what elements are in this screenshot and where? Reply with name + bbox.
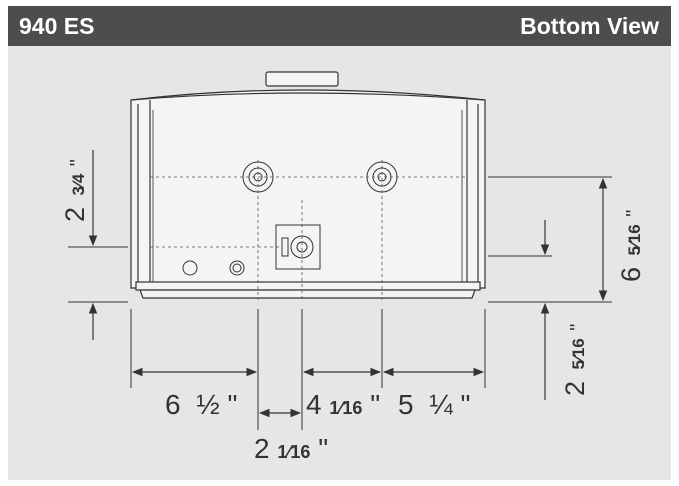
dim-right-top-whole: 6 — [616, 267, 646, 282]
model-title: 940 ES — [19, 13, 95, 39]
dim-h2-frac: 1⁄16 — [329, 398, 362, 418]
dim-h2-unit: " — [370, 389, 380, 420]
dim-left-unit: " — [67, 159, 89, 166]
extension-lines — [68, 176, 612, 430]
header-bar: 940 ES Bottom View — [8, 6, 671, 46]
svg-text:5 ¼ ": 5 ¼ " — [398, 389, 470, 420]
dim-h4-frac: 1⁄16 — [277, 442, 310, 462]
drain-ports — [182, 260, 245, 276]
dim-h1-whole: 6 — [165, 389, 181, 420]
dim-h3-unit: " — [461, 389, 471, 420]
dimension-lines — [88, 150, 608, 418]
dim-right-bottom-frac: 5⁄16 — [569, 338, 588, 369]
dim-right-bottom-unit: " — [567, 324, 589, 331]
svg-text:6 ½ ": 6 ½ " — [165, 389, 237, 420]
dim-h3-whole: 5 — [398, 389, 414, 420]
dim-left-whole: 2 — [60, 207, 90, 222]
svg-text:2 5⁄16 ": 2 5⁄16 " — [560, 324, 590, 396]
dim-h4-unit: " — [318, 433, 328, 464]
diagram-panel: 940 ES Bottom View — [8, 6, 671, 480]
dim-h4-whole: 2 — [254, 433, 270, 464]
dim-right-top-frac: 5⁄16 — [625, 224, 644, 255]
centerlines — [150, 160, 465, 300]
dim-right-bottom-whole: 2 — [560, 381, 590, 396]
dim-h3-frac: ¼ — [429, 389, 453, 420]
dim-left-frac: 3⁄4 — [69, 173, 88, 195]
dim-h1-unit: " — [228, 389, 238, 420]
svg-text:4 1⁄16 ": 4 1⁄16 " — [306, 389, 380, 420]
svg-text:2 3⁄4 ": 2 3⁄4 " — [60, 159, 90, 222]
svg-text:2 1⁄16 ": 2 1⁄16 " — [254, 433, 328, 464]
svg-text:6 5⁄16 ": 6 5⁄16 " — [616, 210, 646, 282]
dim-right-top-unit: " — [623, 210, 645, 217]
dim-h1-frac: ½ — [196, 389, 219, 420]
dimension-labels: 2 3⁄4 " 6 5⁄16 " 2 5⁄16 " 6 ½ " 4 1⁄16 "… — [60, 159, 646, 464]
view-label: Bottom View — [520, 13, 659, 39]
device-outline — [130, 71, 486, 299]
water-inlet-fitting — [275, 224, 321, 270]
dim-h2-whole: 4 — [306, 389, 322, 420]
